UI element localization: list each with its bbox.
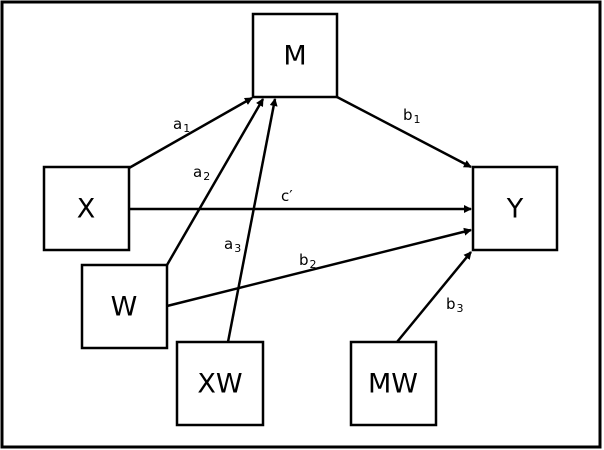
edge-w-to-y bbox=[166, 227, 472, 308]
edge-xw-to-m bbox=[226, 98, 278, 343]
node-x: X bbox=[42, 165, 131, 252]
node-w-label: W bbox=[111, 292, 138, 323]
node-x-label: X bbox=[77, 194, 96, 225]
node-mw: MW bbox=[349, 340, 438, 427]
node-mw-label: MW bbox=[368, 369, 418, 400]
node-xw: XW bbox=[175, 340, 265, 427]
path-label-b1: b1 bbox=[403, 106, 421, 126]
path-label-b2: b2 bbox=[299, 251, 317, 271]
path-label-c-prime: c′ bbox=[281, 187, 293, 205]
edge-x-to-m bbox=[128, 96, 253, 170]
edge-m-to-y bbox=[336, 95, 472, 169]
path-label-a2: a2 bbox=[193, 163, 210, 183]
node-m-label: M bbox=[283, 41, 306, 72]
path-label-b3: b3 bbox=[446, 295, 464, 315]
path-label-a3: a3 bbox=[224, 235, 241, 255]
node-y-label: Y bbox=[506, 194, 524, 225]
node-y: Y bbox=[471, 165, 559, 252]
path-label-a1: a1 bbox=[173, 115, 190, 135]
node-w: W bbox=[80, 263, 169, 350]
node-m: M bbox=[251, 12, 339, 99]
edge-mw-to-y bbox=[396, 251, 472, 343]
node-xw-label: XW bbox=[197, 369, 242, 400]
edge-w-to-m bbox=[165, 98, 265, 266]
